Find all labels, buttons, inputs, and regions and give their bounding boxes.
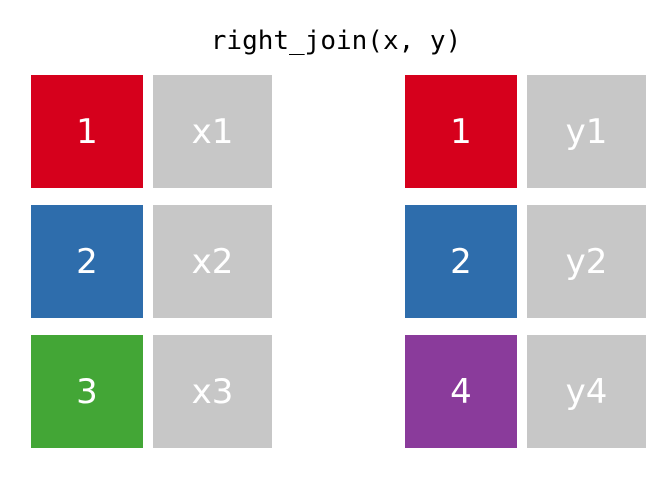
key-cell: 2 — [31, 205, 143, 318]
table-row: 1 y1 — [405, 75, 646, 188]
value-cell: y4 — [527, 335, 646, 448]
value-cell: y1 — [527, 75, 646, 188]
value-cell: y2 — [527, 205, 646, 318]
value-cell: x1 — [153, 75, 272, 188]
table-row: 1 x1 — [31, 75, 272, 188]
table-row: 4 y4 — [405, 335, 646, 448]
table-row: 3 x3 — [31, 335, 272, 448]
key-cell-label: 1 — [76, 111, 98, 152]
key-cell-label: 3 — [76, 371, 98, 412]
value-cell-label: x1 — [191, 111, 234, 152]
key-cell: 1 — [31, 75, 143, 188]
key-cell-label: 2 — [450, 241, 472, 282]
value-cell-label: x2 — [191, 241, 234, 282]
value-cell-label: y2 — [565, 241, 608, 282]
key-cell-label: 1 — [450, 111, 472, 152]
value-cell-label: y4 — [565, 371, 608, 412]
value-cell: x2 — [153, 205, 272, 318]
key-cell: 1 — [405, 75, 517, 188]
key-cell-label: 2 — [76, 241, 98, 282]
table-x: 1 x1 2 x2 3 x3 — [31, 75, 272, 448]
key-cell: 2 — [405, 205, 517, 318]
key-cell-label: 4 — [450, 371, 472, 412]
key-cell: 3 — [31, 335, 143, 448]
value-cell-label: x3 — [191, 371, 234, 412]
key-cell: 4 — [405, 335, 517, 448]
table-row: 2 y2 — [405, 205, 646, 318]
value-cell-label: y1 — [565, 111, 608, 152]
table-row: 2 x2 — [31, 205, 272, 318]
diagram-title: right_join(x, y) — [210, 26, 462, 56]
value-cell: x3 — [153, 335, 272, 448]
table-y: 1 y1 2 y2 4 y4 — [405, 75, 646, 448]
